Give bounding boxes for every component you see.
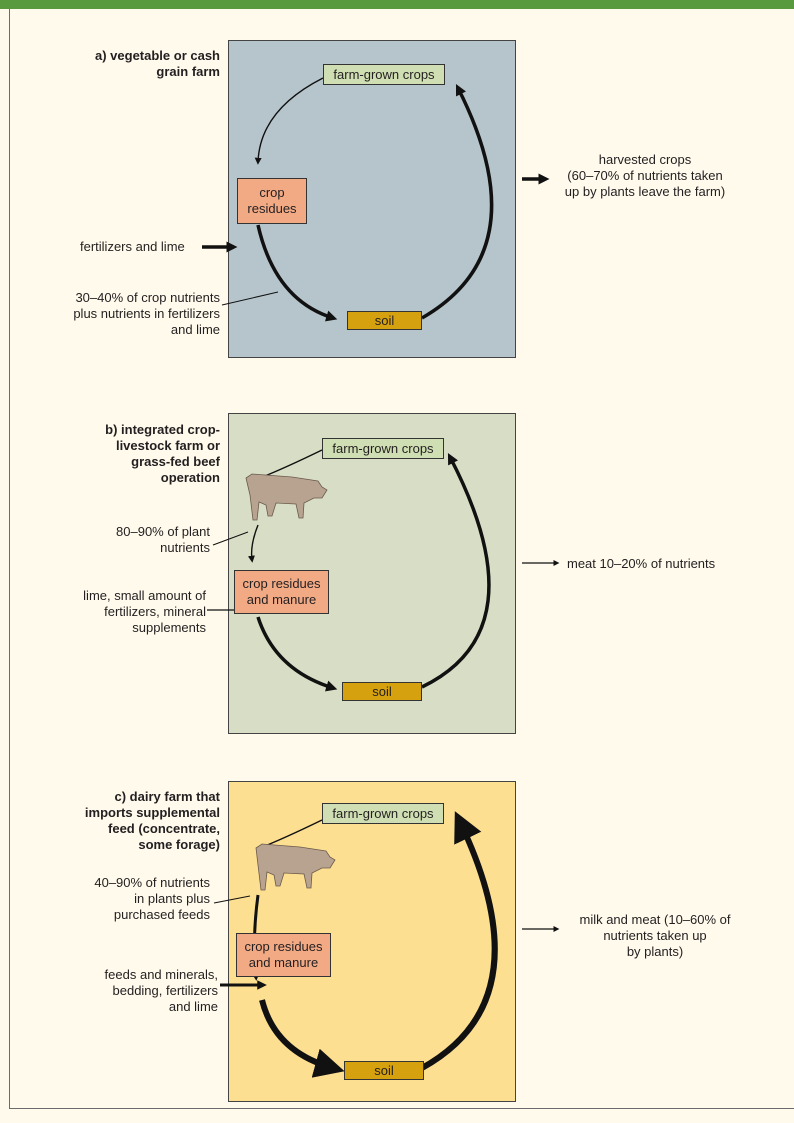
top-accent-bar [0, 0, 794, 9]
panel-a-cycle [202, 77, 550, 322]
panel-b-animal-label: 80–90% of plant nutrients [116, 524, 210, 555]
panel-a-crops-node: farm-grown crops [323, 64, 445, 85]
panel-b-output-label: meat 10–20% of nutrients [567, 556, 716, 571]
panel-b-cycle [207, 449, 560, 692]
panel-c-soil-node: soil [344, 1061, 424, 1080]
panel-c-title: c) dairy farm that imports supplemental … [84, 789, 220, 852]
cow-icon [245, 473, 328, 521]
panel-a-output-label: harvested crops (60–70% of nutrients tak… [564, 152, 726, 199]
panel-c-residues-node: crop residues and manure [236, 933, 331, 977]
panel-a-title: a) vegetable or cash grain farm [95, 48, 220, 79]
panel-a-input-label: fertilizers and lime [80, 239, 185, 254]
left-rule [9, 9, 10, 1109]
panel-c-crops-node: farm-grown crops [322, 803, 444, 824]
panel-b-soil-node: soil [342, 682, 422, 701]
cow-icon [255, 843, 336, 891]
panel-c-output-label: milk and meat (10–60% of nutrients taken… [579, 912, 731, 959]
panel-b-input-label: lime, small amount of fertilizers, miner… [83, 588, 206, 635]
panel-a-soil-node: soil [347, 311, 422, 330]
panel-b-residues-node: crop residues and manure [234, 570, 329, 614]
panel-b-crops-node: farm-grown crops [322, 438, 444, 459]
panel-a-return-label: 30–40% of crop nutrients plus nutrients … [73, 290, 220, 337]
panel-b-title: b) integrated crop- livestock farm or gr… [105, 422, 220, 485]
panel-a-residues-node: crop residues [237, 178, 307, 224]
panel-c-input-label: feeds and minerals, bedding, fertilizers… [104, 967, 218, 1014]
bottom-rule [9, 1108, 794, 1109]
panel-c-animal-label: 40–90% of nutrients in plants plus purch… [94, 875, 210, 922]
